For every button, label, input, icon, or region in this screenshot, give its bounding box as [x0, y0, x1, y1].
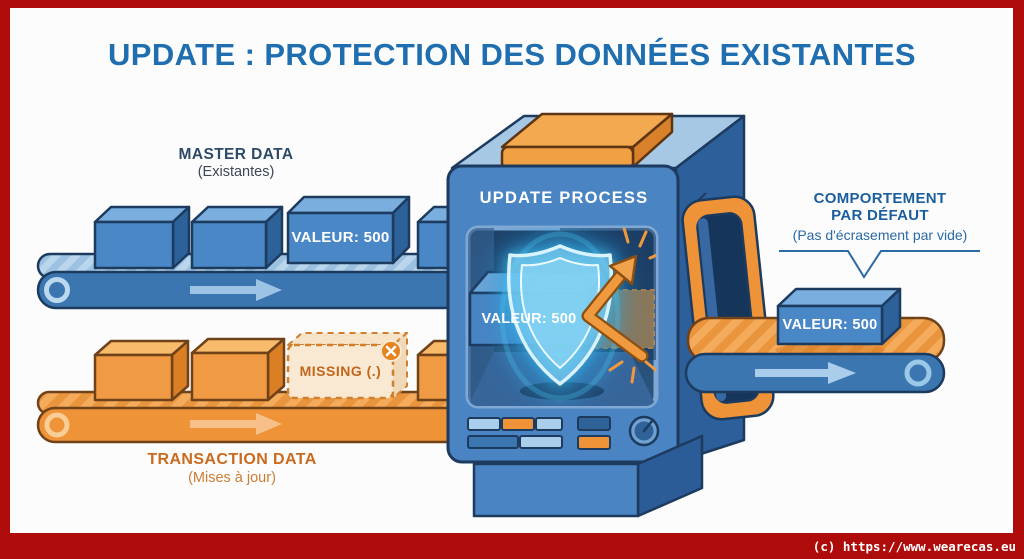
master-conveyor — [36, 195, 480, 310]
page-title: UPDATE : PROTECTION DES DONNÉES EXISTANT… — [108, 37, 916, 72]
shield-icon — [499, 231, 621, 401]
transaction-box-2 — [190, 337, 286, 402]
output-box-value-label: VALEUR: 500 — [782, 316, 878, 333]
master-belt-roller-icon — [44, 277, 70, 303]
default-behavior-callout-title: COMPORTEMENT PAR DÉFAUT — [813, 190, 947, 224]
missing-x-badge-icon — [380, 340, 402, 362]
deflected-arrow-icon — [581, 228, 656, 384]
machine-base — [472, 434, 704, 518]
missing-value-label: MISSING (.) — [299, 362, 382, 379]
output-box — [776, 287, 902, 346]
master-box-value — [286, 195, 411, 265]
callout-pointer-line — [779, 250, 980, 279]
transaction-box-1 — [93, 339, 190, 402]
update-process-label: UPDATE PROCESS — [479, 189, 649, 207]
master-data-label: MASTER DATA — [178, 146, 294, 163]
panel-button-orange — [577, 435, 611, 450]
master-data-sublabel: (Existantes) — [197, 164, 275, 180]
update-machine — [446, 112, 746, 518]
transaction-data-sublabel: (Mises à jour) — [188, 470, 276, 486]
default-behavior-callout-sub: (Pas d'écrasement par vide) — [792, 227, 968, 243]
copyright-text: (c) https://www.wearecas.eu — [812, 539, 1016, 554]
transaction-conveyor — [36, 332, 482, 444]
transaction-belt-arrow-icon — [190, 413, 282, 435]
transaction-belt-roller-icon — [44, 412, 70, 438]
master-belt-arrow-icon — [190, 279, 282, 301]
missing-box — [286, 332, 408, 400]
output-belt-arrow-icon — [755, 362, 856, 384]
panel-dial-icon — [628, 415, 660, 447]
machine-control-panel — [467, 415, 660, 450]
output-conveyor — [684, 287, 946, 394]
shield-shadow — [520, 382, 604, 400]
protected-value-label: VALEUR: 500 — [481, 310, 577, 327]
output-belt-roller-icon — [904, 359, 932, 387]
panel-button-blue — [577, 416, 611, 431]
impact-sparks-top-icon — [622, 228, 656, 260]
master-box-value-label: VALEUR: 500 — [291, 228, 390, 246]
master-box-1 — [93, 205, 191, 270]
master-box-2 — [190, 205, 284, 270]
impact-sparks-bottom-icon — [608, 360, 656, 384]
machine-top-slab — [500, 112, 674, 171]
transaction-data-label: TRANSACTION DATA — [147, 451, 317, 468]
machine-window-scene — [468, 228, 656, 406]
